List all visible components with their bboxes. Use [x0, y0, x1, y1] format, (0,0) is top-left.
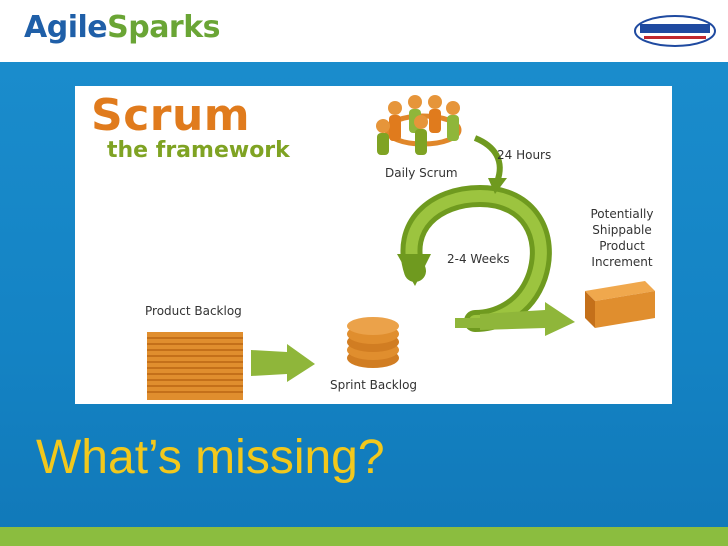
- diagram-title: Scrum: [91, 90, 251, 141]
- diagram-subtitle: the framework: [107, 138, 290, 163]
- agilesparks-logo: AgileSparks: [24, 10, 221, 45]
- label-daily-scrum: Daily Scrum: [385, 166, 458, 180]
- logo-part-agile: Agile: [24, 10, 108, 45]
- label-increment-line: Product: [599, 239, 645, 253]
- sprint-stack-icon: [347, 317, 399, 368]
- label-increment-line: Potentially: [590, 207, 654, 221]
- slide-caption: What’s missing?: [36, 431, 385, 484]
- label-24-hours: 24 Hours: [497, 148, 552, 162]
- scrum-diagram: Scrum the framework: [75, 86, 672, 404]
- label-product-backlog: Product Backlog: [145, 304, 242, 318]
- flow-arrow-icon: [251, 344, 315, 382]
- cycle-arrow-icon: [397, 135, 575, 336]
- people-circle-icon: [376, 95, 462, 155]
- partner-logo-icon: [634, 15, 716, 47]
- label-sprint-backlog: Sprint Backlog: [330, 378, 418, 392]
- label-increment: Potentially Shippable Product Increment: [581, 206, 663, 270]
- logo-part-sparks: Sparks: [107, 10, 221, 45]
- header: AgileSparks: [0, 0, 728, 62]
- label-increment-line: Shippable: [592, 223, 652, 237]
- label-increment-line: Increment: [591, 255, 653, 269]
- label-2-4-weeks: 2-4 Weeks: [447, 252, 510, 266]
- footer-bar: [0, 527, 728, 546]
- increment-box-icon: [585, 281, 655, 328]
- backlog-stack-icon: [147, 332, 243, 400]
- diagram-graphics: [147, 95, 655, 400]
